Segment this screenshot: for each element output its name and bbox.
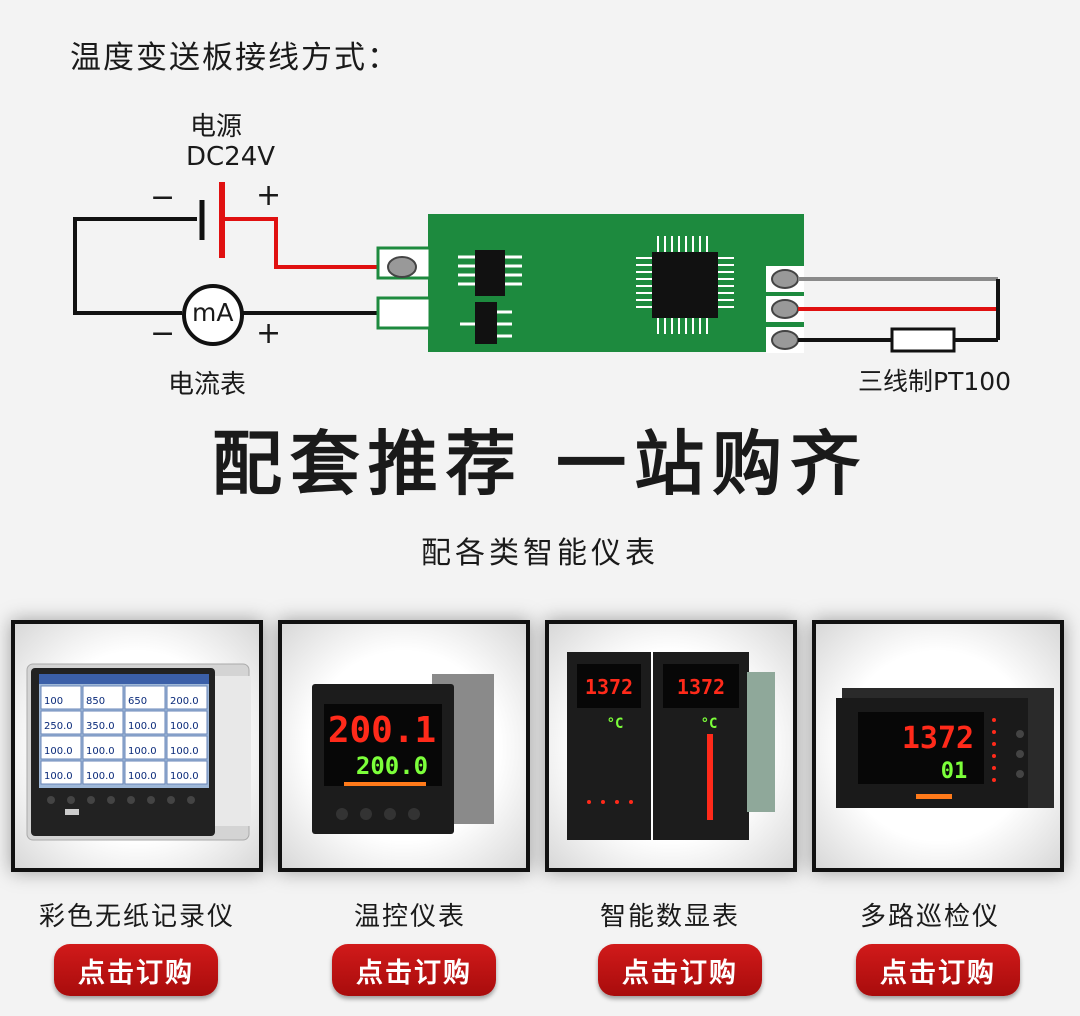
product-name-controller: 温控仪表 (353, 902, 466, 932)
recorder-channel-cell (124, 735, 166, 760)
recorder-channel-value: 100.0 (86, 771, 115, 782)
product-card-display[interactable]: 1372 °C 1372 °C (545, 620, 797, 872)
recorder-channel-cell (166, 735, 208, 760)
pt100-resistor-icon (890, 327, 956, 353)
product-name-display: 智能数显表 (599, 902, 740, 932)
power-label: 电源 (190, 112, 243, 142)
inspector-channel: 01 (941, 759, 968, 784)
battery-plus-sign: + (256, 178, 282, 213)
product-card-inspector[interactable]: 1372 01 (812, 620, 1064, 872)
ammeter-plus-sign: + (256, 316, 282, 351)
wiring-diagram (73, 182, 1000, 353)
display-left-reading: 1372 (585, 675, 633, 699)
sensor-label: 三线制PT100 (858, 367, 1012, 396)
recorder-channel-cell (40, 735, 82, 760)
display-left-unit: °C (607, 716, 624, 732)
display-right-unit: °C (701, 716, 718, 732)
product-card-controller[interactable]: 200.1 200.0 (278, 620, 530, 872)
recorder-channel-cell (40, 760, 82, 785)
recorder-channel-cell (40, 710, 82, 735)
sub-slogan: 配各类智能仪表 (421, 536, 659, 571)
mcu-chip (652, 252, 718, 318)
recorder-channel-value: 100.0 (128, 771, 157, 782)
ammeter-symbol: mA (192, 298, 234, 327)
power-voltage: DC24V (186, 142, 276, 172)
order-button-display[interactable]: 点击订购 (598, 944, 762, 996)
ammeter-icon (182, 284, 244, 346)
inspector-image: 1372 01 (836, 688, 1054, 808)
display-meter-image: 1372 °C 1372 °C (567, 652, 775, 840)
recorder-image: 100 850 650 200.0 250.0 350.0 100.0 100.0 100.0 1… (26, 663, 251, 841)
recorder-channel-cell (82, 760, 124, 785)
recorder-channel-value: 100.0 (44, 771, 73, 782)
pv-display: 200.1 (328, 710, 436, 751)
recorder-channel-cell (124, 710, 166, 735)
recorder-channel-cell (124, 760, 166, 785)
recorder-channel-cell (82, 735, 124, 760)
recorder-channel-cell (40, 685, 82, 710)
product-name-inspector: 多路巡检仪 (859, 902, 1000, 932)
recorder-channel-value: 350.0 (86, 721, 115, 732)
recorder-channel-cell (166, 710, 208, 735)
recorder-channel-cell (166, 760, 208, 785)
recorder-channel-value: 650 (128, 696, 147, 707)
main-slogan: 配套推荐 一站购齐 (211, 423, 869, 505)
recorder-channel-value: 100.0 (170, 721, 199, 732)
ammeter-minus-sign: − (150, 316, 176, 351)
display-right-reading: 1372 (677, 675, 725, 699)
product-name-recorder: 彩色无纸记录仪 (38, 902, 235, 932)
recorder-channel-value: 100.0 (86, 746, 115, 757)
recorder-channel-value: 100.0 (128, 721, 157, 732)
inspector-reading: 1372 (902, 721, 974, 756)
recorder-channel-value: 850 (86, 696, 105, 707)
product-card-recorder[interactable]: 100 850 650 200.0 250.0 350.0 100.0 100.0 100.0 1… (11, 620, 263, 872)
recorder-channel-value: 100.0 (170, 771, 199, 782)
recorder-channel-value: 250.0 (44, 721, 73, 732)
controller-image: 200.1 200.0 (312, 674, 494, 834)
order-button-controller[interactable]: 点击订购 (332, 944, 496, 996)
recorder-channel-value: 100 (44, 696, 63, 707)
recorder-channel-cell (124, 685, 166, 710)
recorder-channel-value: 200.0 (170, 696, 199, 707)
wiring-title: 温度变送板接线方式： (70, 40, 400, 76)
battery-minus-sign: − (150, 180, 176, 215)
recorder-channel-cell (82, 710, 124, 735)
recorder-channel-value: 100.0 (128, 746, 157, 757)
sv-display: 200.0 (356, 752, 428, 780)
recorder-channel-cell (82, 685, 124, 710)
ammeter-label: 电流表 (168, 370, 247, 400)
recorder-channel-value: 100.0 (44, 746, 73, 757)
order-button-recorder[interactable]: 点击订购 (54, 944, 218, 996)
recorder-channel-value: 100.0 (170, 746, 199, 757)
order-button-inspector[interactable]: 点击订购 (856, 944, 1020, 996)
recorder-channel-cell (166, 685, 208, 710)
